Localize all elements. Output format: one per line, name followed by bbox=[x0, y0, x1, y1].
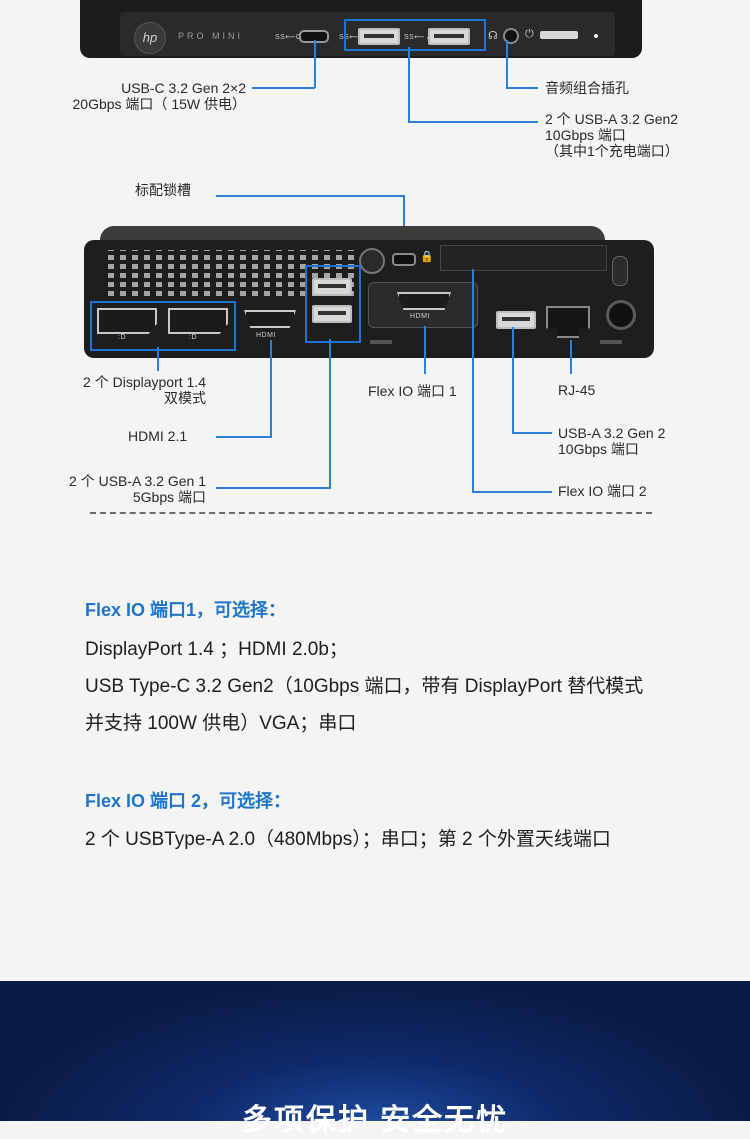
label-usbgen1-line1: 2 个 USB-A 3.2 Gen 1 bbox=[69, 473, 206, 489]
leader-usbc-v bbox=[314, 40, 316, 88]
dp-icon-1: :D bbox=[118, 334, 126, 341]
label-dp-line1: 2 个 Displayport 1.4 bbox=[83, 374, 206, 390]
displayport-2 bbox=[168, 308, 228, 334]
usb-gen1-highlight bbox=[305, 265, 361, 343]
flex-hdmi-label: HDMI bbox=[410, 313, 430, 320]
leader-lock-h bbox=[216, 195, 404, 197]
hp-logo: hp bbox=[134, 22, 166, 54]
label-usba-line3: （其中1个充电端口） bbox=[545, 143, 679, 159]
leader-usba-v bbox=[408, 47, 410, 123]
footer-title: 多项保护 安全无忧 bbox=[241, 1104, 509, 1137]
leader-flexio2-v bbox=[472, 269, 474, 493]
front-usba-port-1 bbox=[358, 28, 400, 45]
leader-audio-v bbox=[506, 40, 508, 88]
label-flexio1: Flex IO 端口 1 bbox=[368, 383, 457, 399]
lock-icon: 🔒 bbox=[420, 251, 434, 263]
label-usbgen1-line2: 5Gbps 端口 bbox=[132, 489, 206, 505]
hdmi-port-label: HDMI bbox=[256, 332, 276, 339]
label-usbgen2-line1: USB-A 3.2 Gen 2 bbox=[558, 425, 666, 441]
displayport-1 bbox=[97, 308, 157, 334]
flex-io-2-panel bbox=[440, 245, 607, 271]
flex-io2-line1: 2 个 USBType-A 2.0（480Mbps）；串口；第 2 个外置天线端… bbox=[85, 829, 611, 850]
leader-flexio1-v bbox=[424, 326, 426, 374]
hdmi-port bbox=[244, 310, 296, 328]
vent-slot-small-2 bbox=[600, 340, 622, 344]
headset-icon: ☊ bbox=[488, 30, 498, 42]
usbc-tag: SS⟵C bbox=[275, 34, 302, 41]
leader-usbgen1-h bbox=[216, 487, 331, 489]
rear-panel-top bbox=[100, 226, 605, 244]
leader-flexio2-h bbox=[472, 491, 552, 493]
flex-io1-title: Flex IO 端口1，可选择： bbox=[85, 600, 287, 620]
leader-lock-v bbox=[403, 195, 405, 247]
leader-hdmi-v bbox=[270, 340, 272, 438]
flex-io1-line2: USB Type-C 3.2 Gen2（10Gbps 端口，带有 Display… bbox=[85, 676, 644, 697]
label-usbc-line1: USB-C 3.2 Gen 2×2 bbox=[121, 80, 246, 96]
leader-usbgen1-v bbox=[329, 339, 331, 489]
rear-usba-gen1-port-2 bbox=[312, 305, 352, 323]
leader-usbc-h bbox=[252, 87, 315, 89]
label-rj45: RJ-45 bbox=[558, 382, 596, 398]
dc-power-jack bbox=[606, 300, 636, 330]
label-lock-slot: 标配锁槽 bbox=[135, 182, 191, 198]
thumbscrew bbox=[359, 248, 385, 274]
footer-banner bbox=[0, 981, 750, 1121]
label-usbc-line2: 20Gbps 端口（ 15W 供电） bbox=[72, 96, 247, 112]
lock-slot bbox=[392, 253, 416, 266]
leader-dp-v bbox=[157, 347, 159, 371]
label-usba-line1: 2 个 USB-A 3.2 Gen2 bbox=[545, 111, 679, 127]
label-audio: 音频组合插孔 bbox=[545, 80, 629, 96]
leader-usbgen2-h bbox=[512, 432, 552, 434]
flex-hdmi-port bbox=[397, 292, 451, 310]
usba-tag-2: SS⟵ A bbox=[404, 34, 433, 41]
flex-io1-line3: 并支持 100W 供电）VGA；串口 bbox=[85, 713, 357, 734]
power-led bbox=[594, 34, 598, 38]
leader-usbgen2-v bbox=[512, 327, 514, 434]
label-usba-line2: 10Gbps 端口 bbox=[545, 127, 626, 143]
leader-rj45-v bbox=[570, 340, 572, 374]
label-dp-line2: 双模式 bbox=[164, 390, 206, 406]
label-flexio2: Flex IO 端口 2 bbox=[558, 483, 647, 499]
power-icon: ⏻ bbox=[525, 28, 534, 40]
section-divider bbox=[90, 512, 652, 514]
displayport-highlight bbox=[90, 301, 236, 351]
rear-usba-gen2-port bbox=[496, 311, 536, 329]
power-button bbox=[540, 31, 578, 39]
flex-io1-line1: DisplayPort 1.4 ；HDMI 2.0b； bbox=[85, 639, 348, 660]
side-latch bbox=[612, 256, 628, 286]
rear-usba-gen1-port-1 bbox=[312, 278, 352, 296]
flex-io2-title: Flex IO 端口 2，可选择： bbox=[85, 791, 292, 811]
model-text: PRO MINI bbox=[178, 31, 244, 41]
front-usba-port-2 bbox=[428, 28, 470, 45]
leader-audio-h bbox=[506, 87, 538, 89]
front-usba-highlight bbox=[344, 19, 486, 51]
leader-hdmi-h bbox=[216, 436, 272, 438]
label-usbgen2-line2: 10Gbps 端口 bbox=[558, 441, 639, 457]
leader-usba-h bbox=[408, 121, 538, 123]
usba-tag-1: SS⟵ A bbox=[339, 34, 368, 41]
label-hdmi: HDMI 2.1 bbox=[128, 428, 188, 444]
vent-slot-small-1 bbox=[370, 340, 392, 344]
dp-icon-2: :D bbox=[189, 334, 197, 341]
